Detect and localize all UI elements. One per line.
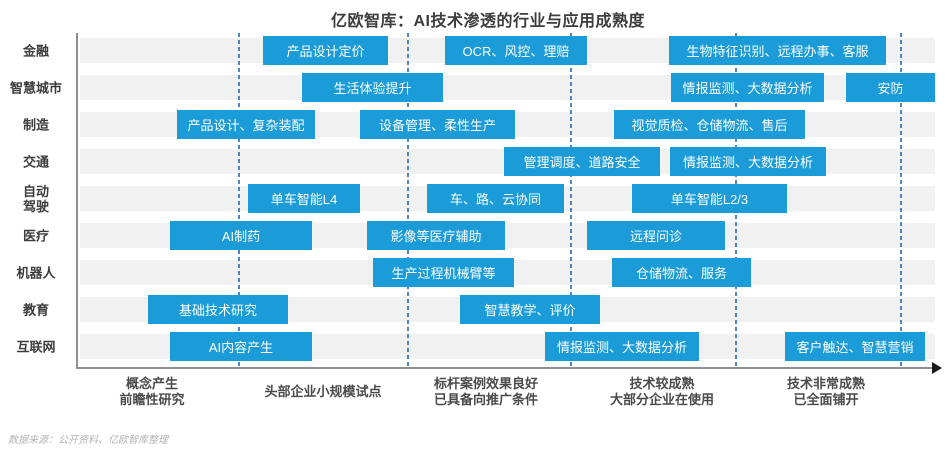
row-label-robotics: 机器人 (0, 265, 72, 280)
app-box-smart-city-1: 生活体验提升 (302, 73, 443, 102)
x-axis-arrow-icon (932, 362, 942, 374)
stage-label-line: 技术非常成熟 (786, 376, 866, 391)
app-box-education-2: 智慧教学、评价 (460, 295, 600, 324)
row-label-line: 金融 (22, 43, 49, 58)
row-label-healthcare: 医疗 (0, 228, 72, 243)
x-axis-line (76, 367, 934, 369)
source-note: 数据来源：公开资料、亿欧智库整理 (8, 435, 168, 446)
app-box-manufacturing-2: 设备管理、柔性生产 (360, 110, 515, 139)
row-label-line: 交通 (22, 154, 49, 169)
app-box-internet-3: 客户触达、智慧营销 (785, 332, 925, 361)
stage-gridline-2 (407, 33, 409, 368)
app-box-healthcare-3: 远程问诊 (587, 221, 725, 250)
app-box-internet-1: AI内容产生 (170, 332, 312, 361)
row-label-line: 医疗 (22, 228, 49, 243)
stage-label-line: 头部企业小规模试点 (264, 384, 382, 399)
app-box-smart-city-2: 情报监测、大数据分析 (671, 73, 824, 102)
app-box-robotics-2: 仓储物流、服务 (612, 258, 751, 287)
row-label-line: 教育 (22, 302, 49, 317)
stage-label-line: 大部分企业在使用 (609, 392, 715, 407)
row-label-line: 机器人 (16, 265, 56, 280)
stage-label-1: 概念产生前瞻性研究 (119, 374, 184, 410)
row-label-line: 驾驶 (22, 198, 49, 214)
app-box-education-1: 基础技术研究 (148, 295, 288, 324)
app-box-finance-1: 产品设计定价 (263, 36, 388, 65)
app-box-healthcare-2: 影像等医疗辅助 (367, 221, 505, 250)
stage-label-line: 已全面铺开 (793, 392, 859, 407)
stage-label-5: 技术非常成熟已全面铺开 (787, 374, 865, 410)
stage-label-line: 标杆案例效果良好 (433, 376, 539, 391)
stage-label-3: 标杆案例效果良好已具备向推广条件 (434, 374, 538, 410)
row-label-line: 制造 (22, 117, 49, 132)
row-label-internet: 互联网 (0, 339, 72, 354)
row-label-autonomous-driving: 自动驾驶 (0, 184, 72, 214)
stage-label-line: 技术较成熟 (629, 376, 695, 391)
stage-gridline-5 (900, 33, 902, 368)
stage-label-line: 已具备向推广条件 (433, 392, 539, 407)
app-box-finance-3: 生物特征识别、远程办事、客服 (669, 36, 886, 65)
app-box-robotics-1: 生产过程机械臂等 (373, 258, 514, 287)
app-box-autonomous-driving-1: 单车智能L4 (248, 184, 360, 213)
row-label-line: 智慧城市 (9, 80, 62, 95)
row-label-line: 自动 (22, 183, 49, 199)
row-label-manufacturing: 制造 (0, 117, 72, 132)
row-label-smart-city: 智慧城市 (0, 80, 72, 95)
app-box-transportation-1: 管理调度、道路安全 (504, 147, 660, 176)
chart-title: 亿欧智库：AI技术渗透的行业与应用成熟度 (330, 13, 645, 30)
y-axis-line (76, 33, 78, 368)
stage-label-line: 前瞻性研究 (119, 392, 185, 407)
app-box-transportation-2: 情报监测、大数据分析 (670, 147, 826, 176)
stage-label-2: 头部企业小规模试点 (264, 374, 381, 410)
app-box-internet-2: 情报监测、大数据分析 (545, 332, 699, 361)
row-label-education: 教育 (0, 302, 72, 317)
stage-label-line: 概念产生 (125, 376, 179, 391)
app-box-manufacturing-3: 视觉质检、仓储物流、售后 (614, 110, 805, 139)
stage-label-4: 技术较成熟大部分企业在使用 (610, 374, 714, 410)
app-box-autonomous-driving-2: 车、路、云协同 (427, 184, 564, 213)
app-box-smart-city-3: 安防 (846, 73, 935, 102)
stage-gridline-3 (570, 33, 572, 368)
row-label-line: 互联网 (16, 339, 56, 354)
row-label-finance: 金融 (0, 43, 72, 58)
app-box-autonomous-driving-3: 单车智能L2/3 (632, 184, 787, 213)
row-label-transportation: 交通 (0, 154, 72, 169)
app-box-manufacturing-1: 产品设计、复杂装配 (177, 110, 315, 139)
app-box-healthcare-1: AI制药 (170, 221, 312, 250)
app-box-finance-2: OCR、风控、理赔 (445, 36, 587, 65)
stage-gridline-1 (238, 33, 240, 368)
